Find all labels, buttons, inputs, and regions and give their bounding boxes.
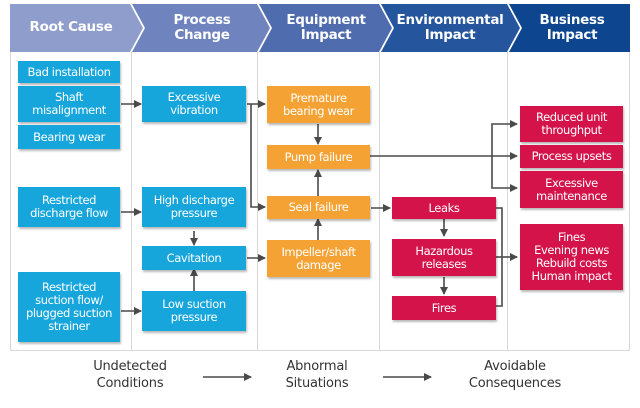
node-restricted-suction-flow: Restricted suction flow/ plugged suction… [18, 272, 120, 342]
node-bad-installation: Bad installation [18, 61, 120, 83]
node-seal-failure: Seal failure [267, 196, 370, 219]
stage-chevron-business-impact [509, 4, 630, 52]
node-low-suction-pressure: Low suction pressure [142, 291, 246, 331]
stage-chevron-equipment-impact [259, 4, 392, 52]
node-fines-news-costs-human-impact: Fines Evening news Rebuild costs Human i… [520, 224, 623, 290]
stage-label-environmental-impact: Environmental Impact [396, 12, 504, 43]
arrow-vibration-to-seal-failure [250, 104, 266, 211]
node-shaft-misalignment: Shaft misalignment [18, 86, 120, 122]
node-cavitation: Cavitation [142, 246, 246, 270]
node-leaks: Leaks [392, 197, 496, 219]
stage-label-business-impact: Business Impact [539, 12, 605, 43]
stage-label-root-cause: Root Cause [29, 19, 113, 35]
footer-phase-avoidable-consequences: Avoidable Consequences [468, 359, 562, 391]
stage-chevron-process-change [132, 4, 270, 52]
node-reduced-unit-throughput: Reduced unit throughput [520, 106, 623, 142]
node-process-upsets: Process upsets [520, 145, 623, 168]
footer-phase-abnormal-situations: Abnormal Situations [285, 359, 349, 391]
footer-phase-undetected-conditions: Undetected Conditions [93, 359, 167, 391]
arrow-pump-failure-to-maintenance [491, 156, 518, 192]
node-pump-failure: Pump failure [267, 145, 370, 169]
arrow-pump-failure-to-throughput [491, 120, 518, 156]
node-excessive-vibration: Excessive vibration [142, 86, 246, 122]
node-hazardous-releases: Hazardous releases [392, 239, 496, 276]
stage-chevron-environmental-impact [381, 4, 520, 52]
node-premature-bearing-wear: Premature bearing wear [267, 86, 370, 123]
stage-label-equipment-impact: Equipment Impact [286, 12, 366, 43]
node-impeller-shaft-damage: Impeller/shaft damage [267, 240, 370, 277]
node-high-discharge-pressure: High discharge pressure [142, 187, 246, 227]
node-excessive-maintenance: Excessive maintenance [520, 171, 623, 208]
node-bearing-wear: Bearing wear [18, 125, 120, 149]
stage-chevron-root-cause [10, 4, 143, 52]
stage-label-process-change: Process Change [173, 12, 231, 43]
node-restricted-discharge-flow: Restricted discharge flow [18, 187, 120, 227]
node-fires: Fires [392, 296, 496, 320]
